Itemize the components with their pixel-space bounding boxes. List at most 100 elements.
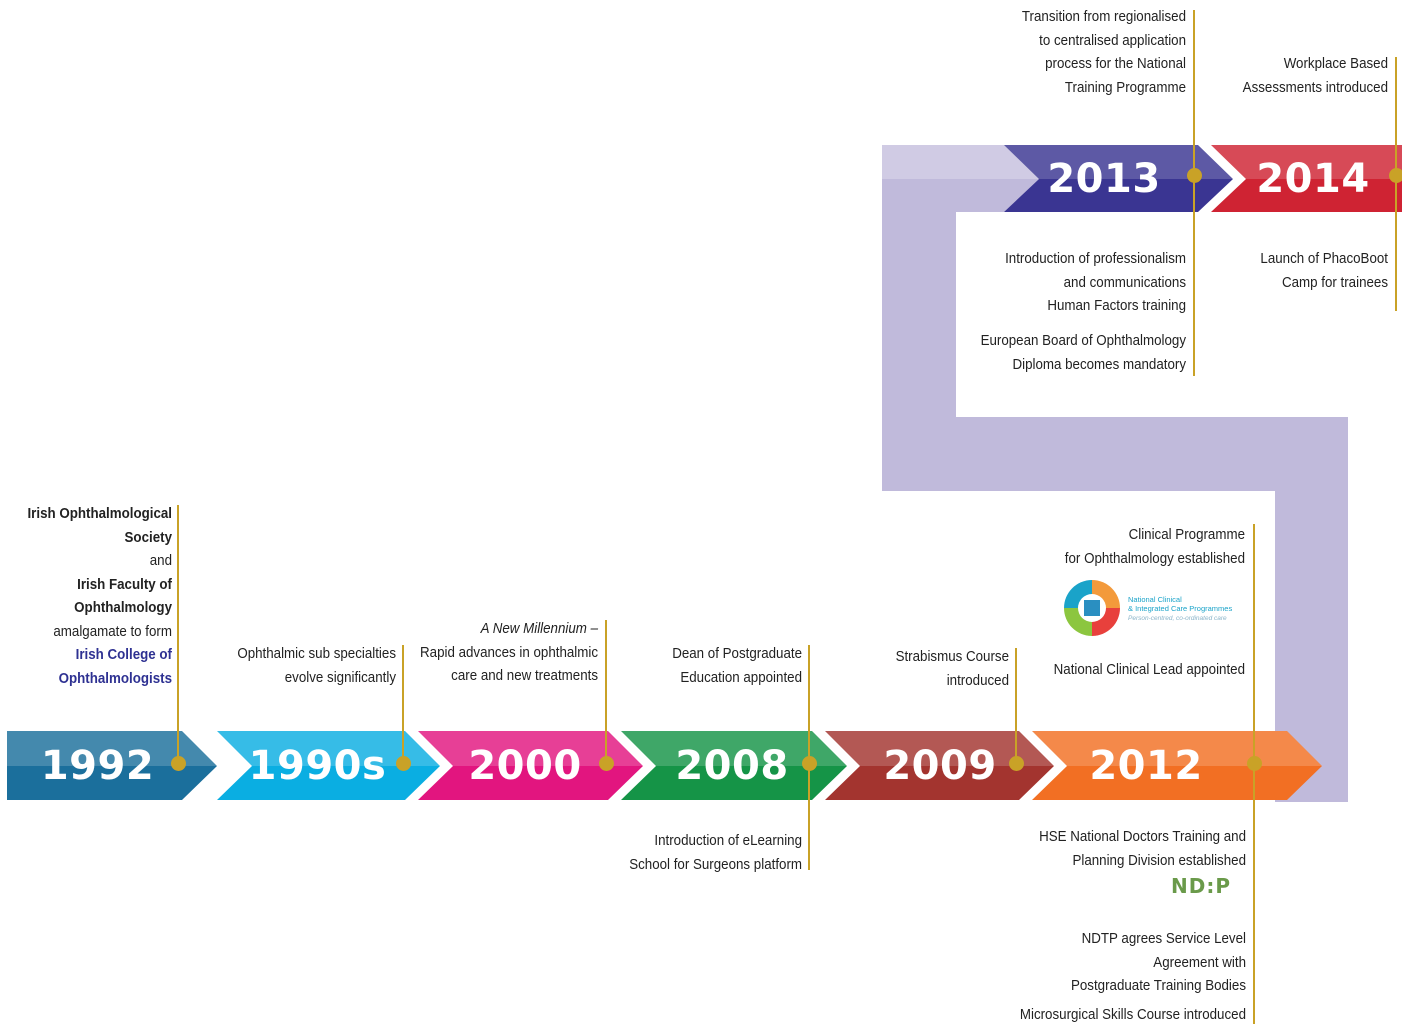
arrow-segment-2014 bbox=[1211, 145, 1402, 212]
event-2013-bottom-line1: Introduction of professionalism bbox=[1005, 251, 1186, 267]
year-2012: 2012 bbox=[1089, 743, 1203, 789]
year-2013: 2013 bbox=[1047, 156, 1161, 202]
arrow-segment-2009 bbox=[825, 731, 1054, 800]
year-1992: 1992 bbox=[40, 743, 155, 789]
event-2008-bottom-line1: Introduction of eLearning bbox=[654, 833, 802, 849]
event-2013-bottom-line4: European Board of Ophthalmology bbox=[980, 333, 1186, 349]
event-2000-line3: care and new treatments bbox=[451, 668, 598, 684]
event-2012-bottom-line3: NDTP agrees Service Level bbox=[1081, 931, 1246, 947]
event-2012-top-line3: National Clinical Lead appointed bbox=[1053, 662, 1245, 678]
marker-dot-2008 bbox=[802, 756, 817, 771]
nc-tagline: Person-centred, co-ordinated care bbox=[1128, 615, 1227, 622]
arrow-segment-2013 bbox=[1004, 145, 1233, 212]
event-2013-top-line1: Transition from regionalised bbox=[1021, 9, 1186, 25]
year-1990s: 1990s bbox=[248, 743, 387, 789]
event-2012-bottom-a: HSE National Doctors Training and Planni… bbox=[988, 826, 1246, 873]
leader-line-2013 bbox=[1193, 10, 1195, 376]
event-2012-top-line2: for Ophthalmology established bbox=[1064, 550, 1245, 567]
event-2013-bottom-a: Introduction of professionalism and comm… bbox=[947, 248, 1186, 319]
event-2008-top: Dean of Postgraduate Education appointed bbox=[600, 643, 802, 690]
marker-dot-1992 bbox=[171, 756, 186, 771]
event-2009-line2: introduced bbox=[946, 672, 1009, 689]
event-1992-line2: Society bbox=[124, 529, 172, 546]
event-1992-line7: Irish College of bbox=[75, 647, 172, 663]
year-2008: 2008 bbox=[675, 743, 789, 789]
event-2014-bottom-line2: Camp for trainees bbox=[1281, 274, 1388, 291]
connector-top bbox=[882, 145, 1039, 212]
ndtp-logo-text: ND:P bbox=[1171, 874, 1231, 898]
event-2012-bottom-line4: Agreement with bbox=[1153, 954, 1246, 971]
event-2014-bottom: Launch of PhacoBoot Camp for trainees bbox=[1204, 248, 1388, 295]
event-1990s-line1: Ophthalmic sub specialties bbox=[237, 646, 396, 662]
event-2014-top: Workplace Based Assessments introduced bbox=[1204, 53, 1388, 100]
event-2013-bottom-b: European Board of Ophthalmology Diploma … bbox=[947, 330, 1186, 377]
event-2013-bottom-line5: Diploma becomes mandatory bbox=[1012, 356, 1186, 373]
event-2012-bottom-b: NDTP agrees Service Level Agreement with… bbox=[988, 928, 1246, 999]
year-2000: 2000 bbox=[468, 743, 582, 789]
event-2008-bottom-line2: School for Surgeons platform bbox=[629, 856, 802, 873]
year-2009: 2009 bbox=[883, 743, 997, 789]
event-2012-bottom-line5: Postgraduate Training Bodies bbox=[1070, 978, 1246, 994]
marker-dot-2000 bbox=[599, 756, 614, 771]
event-2013-top-line3: process for the National bbox=[1045, 56, 1186, 72]
event-1990s-line2: evolve significantly bbox=[284, 669, 396, 686]
marker-dot-2014 bbox=[1389, 168, 1402, 183]
event-2012-bottom-c: Microsurgical Skills Course introduced bbox=[970, 1004, 1246, 1028]
event-2012-top-lead: National Clinical Lead appointed bbox=[1006, 659, 1245, 683]
event-2000-line1: A New Millennium – bbox=[480, 621, 598, 637]
national-clinical-logo-text: National Clinical & Integrated Care Prog… bbox=[1128, 595, 1232, 623]
arrow-segment-2000 bbox=[418, 731, 643, 800]
leader-line-1992 bbox=[177, 505, 179, 763]
arrow-highlight-top bbox=[1004, 145, 1402, 179]
event-2013-top-line2: to centralised application bbox=[1039, 32, 1186, 49]
marker-dot-2009 bbox=[1009, 756, 1024, 771]
event-1992-line8: Ophthalmologists bbox=[58, 670, 172, 687]
event-2012-bottom-line1: HSE National Doctors Training and bbox=[1039, 829, 1246, 845]
event-2013-top-line4: Training Programme bbox=[1064, 79, 1186, 96]
year-2014: 2014 bbox=[1256, 156, 1370, 202]
marker-dot-2012 bbox=[1247, 756, 1262, 771]
event-2014-top-line1: Workplace Based bbox=[1283, 56, 1388, 72]
national-clinical-wheel-icon bbox=[1064, 580, 1120, 636]
event-2000: A New Millennium – Rapid advances in oph… bbox=[377, 618, 598, 689]
event-1992-line3: and bbox=[149, 553, 172, 569]
arrow-segment-1990s bbox=[217, 731, 440, 800]
connector-left-vertical bbox=[882, 180, 956, 491]
event-2008-bottom: Introduction of eLearning School for Sur… bbox=[581, 830, 802, 877]
event-2012-top: Clinical Programme for Ophthalmology est… bbox=[1006, 524, 1245, 571]
event-1992-line4: Irish Faculty of bbox=[77, 576, 172, 593]
leader-line-2012 bbox=[1253, 524, 1255, 1024]
nc-line1: National Clinical bbox=[1128, 595, 1182, 604]
event-2009: Strabismus Course introduced bbox=[825, 646, 1009, 693]
event-2012-top-line1: Clinical Programme bbox=[1128, 527, 1245, 543]
national-clinical-programmes-logo: National Clinical & Integrated Care Prog… bbox=[1062, 578, 1252, 638]
event-2008-top-line1: Dean of Postgraduate bbox=[672, 646, 802, 662]
event-1992-line5: Ophthalmology bbox=[74, 600, 172, 616]
event-1992-line6: amalgamate to form bbox=[53, 623, 172, 640]
marker-dot-1990s bbox=[396, 756, 411, 771]
arrow-segment-2012 bbox=[1032, 731, 1322, 800]
event-2013-top: Transition from regionalised to centrali… bbox=[965, 6, 1186, 100]
leader-line-2009 bbox=[1015, 648, 1017, 765]
leader-line-2014 bbox=[1395, 57, 1397, 311]
event-2012-bottom-line6: Microsurgical Skills Course introduced bbox=[1019, 1007, 1246, 1023]
connector-top-shade bbox=[882, 145, 1039, 179]
event-1992: Irish Ophthalmological Society and Irish… bbox=[0, 503, 172, 691]
event-2014-bottom-line1: Launch of PhacoBoot bbox=[1260, 251, 1388, 267]
leader-line-1990s bbox=[402, 645, 404, 763]
event-2012-bottom-line2: Planning Division established bbox=[1072, 852, 1246, 869]
ndtp-logo: ND:P bbox=[1157, 874, 1245, 912]
arrow-segment-2008 bbox=[621, 731, 847, 800]
event-2013-bottom-line3: Human Factors training bbox=[1047, 298, 1186, 314]
event-1992-line1: Irish Ophthalmological bbox=[27, 506, 172, 522]
leader-line-2000 bbox=[605, 620, 607, 763]
connector-middle bbox=[882, 417, 1348, 491]
event-2009-line1: Strabismus Course bbox=[895, 649, 1009, 665]
event-2008-top-line2: Education appointed bbox=[680, 669, 802, 686]
event-2013-bottom-line2: and communications bbox=[1063, 274, 1186, 291]
event-2000-line2: Rapid advances in ophthalmic bbox=[420, 644, 598, 661]
event-2014-top-line2: Assessments introduced bbox=[1242, 79, 1388, 96]
arrow-segment-1992 bbox=[7, 731, 217, 800]
nc-line2: & Integrated Care Programmes bbox=[1128, 604, 1233, 613]
